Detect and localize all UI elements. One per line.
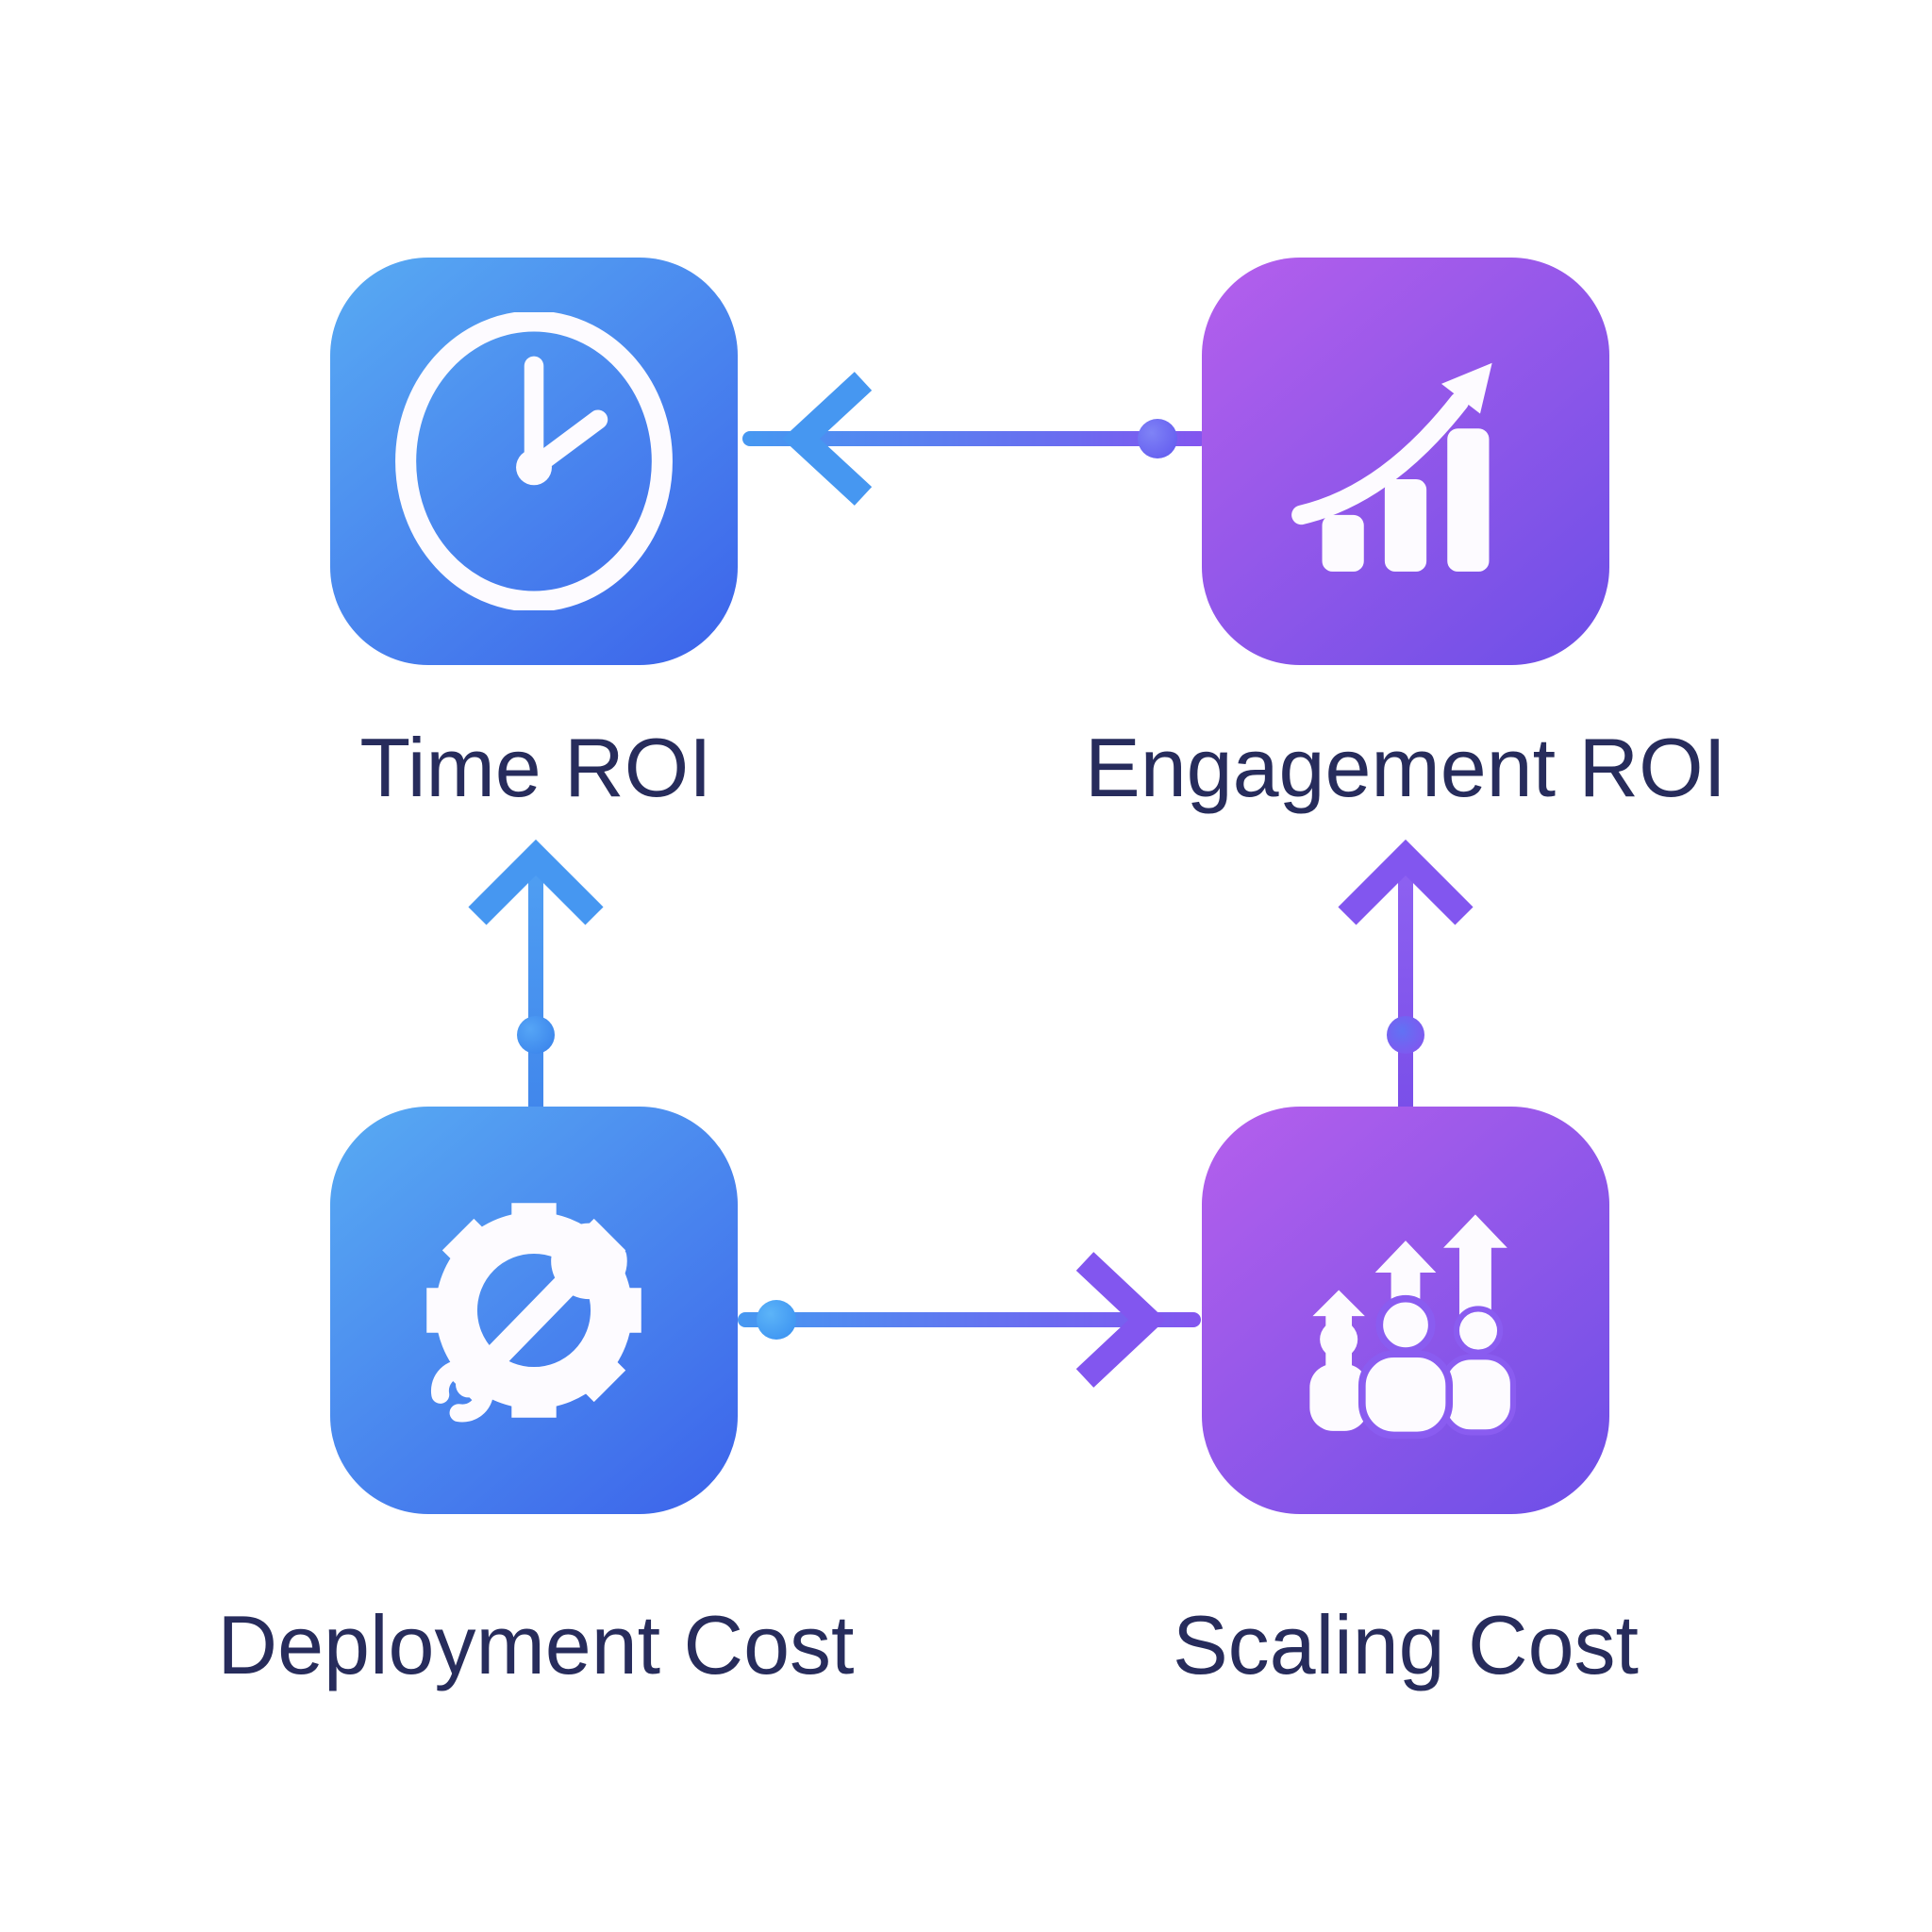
- arrowhead-up-icon: [1338, 839, 1474, 925]
- people-growth-icon: [1309, 1214, 1517, 1440]
- clock-icon: [395, 312, 673, 610]
- deployment-cost-label: Deployment Cost: [217, 1598, 855, 1691]
- deployment-cost-tile: [330, 1107, 738, 1514]
- edge-deployment-to-scaling: [738, 1252, 1201, 1388]
- arrowhead-right-icon: [1075, 1252, 1166, 1388]
- edge-dot: [1138, 419, 1177, 458]
- engagement-roi-label: Engagement ROI: [1085, 721, 1726, 814]
- scaling-cost-label: Scaling Cost: [1172, 1598, 1639, 1691]
- edge-dot: [517, 1016, 555, 1054]
- edge-dot: [757, 1300, 796, 1340]
- gear-wrench-icon: [426, 1203, 641, 1423]
- edge-scaling-to-engagement: [1338, 839, 1474, 1114]
- edge-engagement-to-time: [742, 372, 1208, 506]
- time-roi-tile: [330, 258, 738, 665]
- time-roi-label: Time ROI: [359, 721, 712, 814]
- arrowhead-up-icon: [468, 839, 604, 925]
- edge-deployment-to-time: [468, 839, 604, 1114]
- engagement-roi-tile: [1202, 258, 1609, 665]
- growth-chart-icon: [1291, 362, 1492, 572]
- edge-dot: [1387, 1016, 1424, 1054]
- arrowhead-left-icon: [782, 372, 873, 506]
- scaling-cost-tile: [1202, 1107, 1609, 1514]
